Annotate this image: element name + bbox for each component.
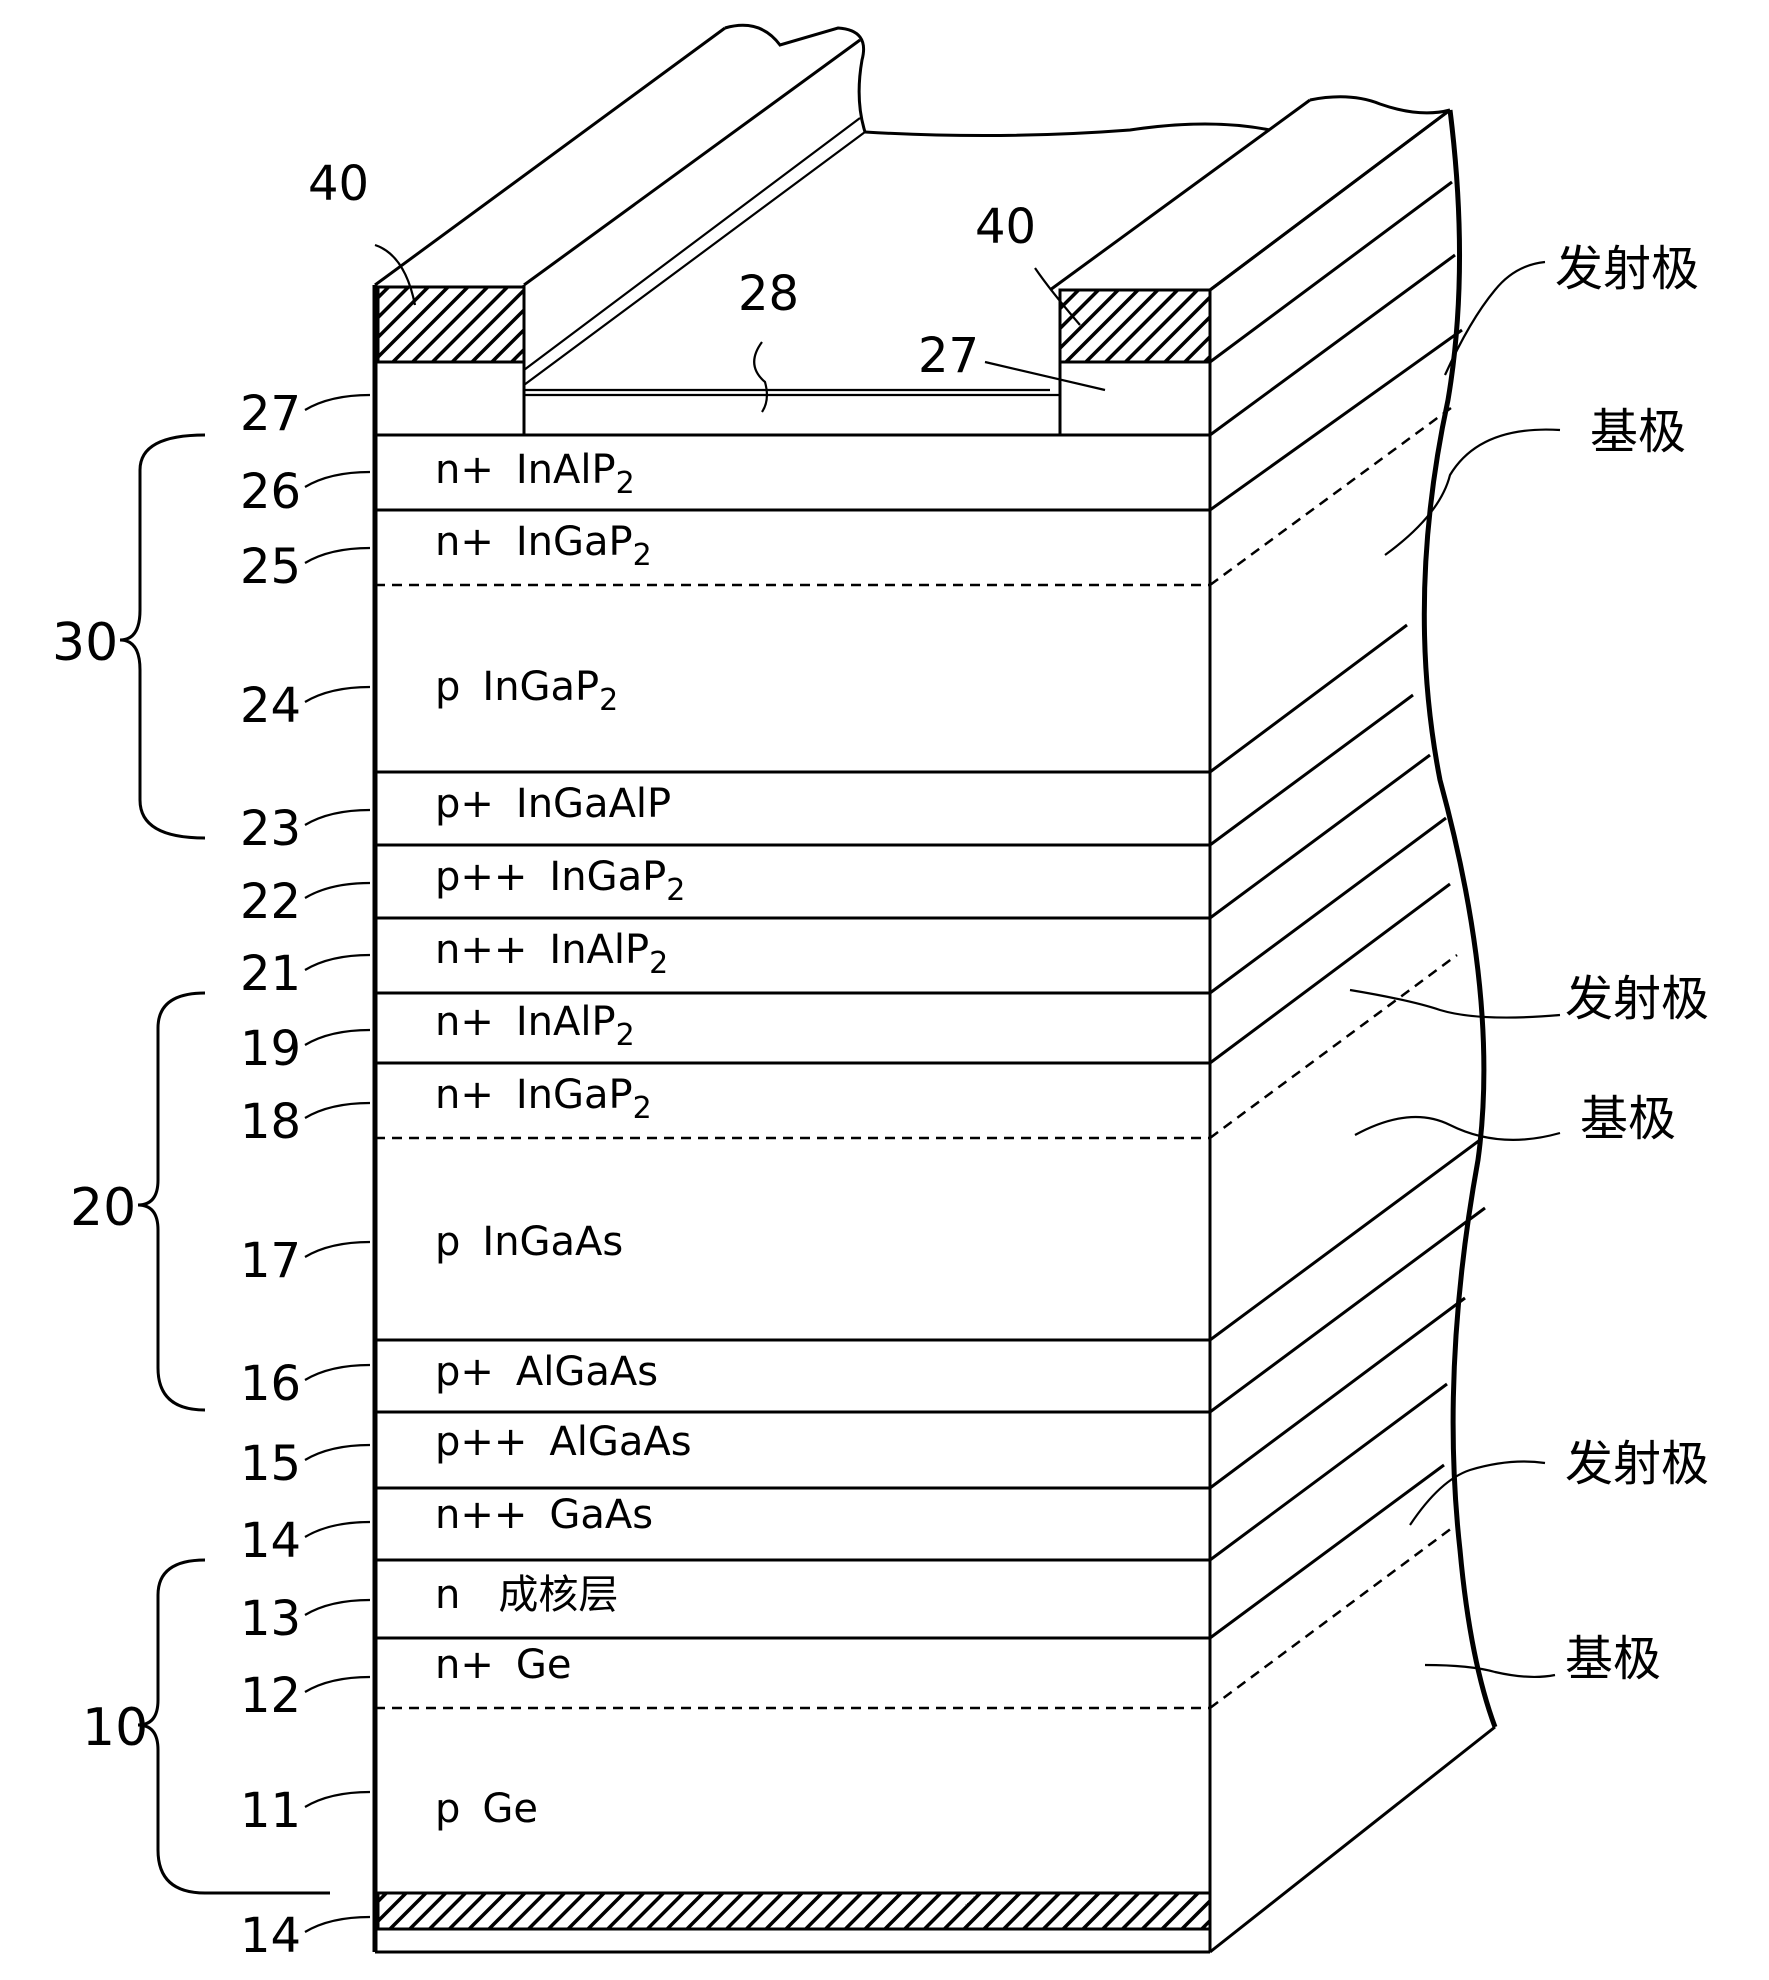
front-face (372, 285, 1212, 1954)
bottom-contact (376, 1891, 1212, 1931)
layer-number: 15 (240, 1436, 301, 1492)
layer-number: 13 (240, 1591, 301, 1647)
region-label: 基极 (1580, 1091, 1676, 1147)
layer-label: p+InGaAlP (435, 781, 671, 827)
region-label: 发射极 (1555, 241, 1699, 297)
group-label: 20 (70, 1178, 136, 1238)
group-brackets (119, 433, 330, 1895)
region-label: 发射极 (1565, 1436, 1709, 1492)
region-label: 基极 (1590, 404, 1686, 460)
cap-right-label: 27 (918, 328, 979, 384)
contact-right-label: 40 (975, 199, 1036, 255)
layer-number: 24 (240, 678, 301, 734)
label-leaders (304, 243, 1106, 1933)
layer-label: p++AlGaAs (435, 1419, 692, 1465)
layer-number: 25 (240, 539, 301, 595)
layer-number: 14 (240, 1513, 301, 1569)
layer-number: 27 (240, 386, 301, 442)
layer-number: 21 (240, 946, 301, 1002)
layer-label: n+InAlP2 (435, 447, 635, 501)
layer-boundaries (375, 108, 1496, 1954)
break-line (1421, 109, 1498, 1728)
contact-left-label: 40 (308, 156, 369, 212)
layer-number: 26 (240, 464, 301, 520)
layer-number: 19 (240, 1021, 301, 1077)
window-label: 28 (738, 266, 799, 322)
layer-label: p++InGaP2 (435, 854, 685, 908)
layer-label: n++GaAs (435, 1492, 653, 1538)
top-surface (374, 23, 1451, 392)
layer-label: n++InAlP2 (435, 927, 668, 981)
layer-number: 17 (240, 1233, 301, 1289)
layer-label: n+InGaP2 (435, 519, 652, 573)
layer-number: 14 (240, 1908, 301, 1964)
layer-number: 18 (240, 1094, 301, 1150)
region-label: 基极 (1565, 1631, 1661, 1687)
right-contact (1058, 288, 1212, 364)
region-label: 发射极 (1565, 971, 1709, 1027)
layer-label: p+AlGaAs (435, 1349, 658, 1395)
layer-number: 12 (240, 1668, 301, 1724)
layer-label: n+Ge (435, 1642, 571, 1688)
group-label: 10 (82, 1698, 148, 1758)
layer-number: 11 (240, 1783, 301, 1839)
layer-number: 16 (240, 1356, 301, 1412)
layer-label: n+InGaP2 (435, 1072, 652, 1126)
layer-number: 22 (240, 874, 301, 930)
left-contact (376, 285, 526, 364)
group-label: 30 (52, 613, 118, 673)
region-leaders (1349, 260, 1561, 1679)
layer-numbers: 27 26 25 24 23 22 21 19 18 17 16 15 14 1… (240, 386, 301, 1964)
layer-label: n+InAlP2 (435, 999, 635, 1053)
layer-number: 23 (240, 801, 301, 857)
